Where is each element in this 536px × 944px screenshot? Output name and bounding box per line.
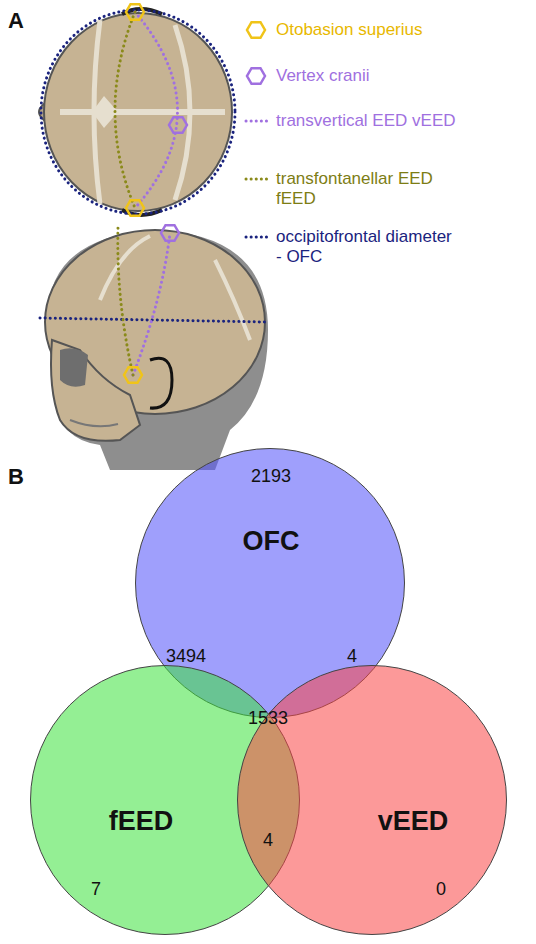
otobasion-marker bbox=[126, 200, 144, 216]
ofc-line bbox=[41, 10, 235, 214]
jaw bbox=[70, 420, 118, 426]
count-number: 3494 bbox=[166, 646, 206, 667]
set-name: fEED bbox=[109, 806, 174, 837]
ear bbox=[150, 358, 172, 408]
legend-line bbox=[246, 178, 268, 181]
count-number: 2193 bbox=[251, 466, 291, 487]
feed-line bbox=[115, 12, 135, 208]
vertex-marker bbox=[169, 117, 187, 133]
count-number: 4 bbox=[347, 646, 357, 667]
legend-line bbox=[246, 236, 268, 239]
legend-text: Otobasion superius bbox=[276, 20, 458, 40]
veed-line bbox=[133, 233, 170, 375]
legend-hexagon bbox=[247, 22, 265, 38]
cranium-top bbox=[44, 13, 232, 211]
venn-circle: vEED 0 bbox=[237, 665, 507, 935]
legend-text: occipitofrontal diameter - OFC bbox=[276, 227, 458, 267]
orbit bbox=[60, 348, 88, 386]
legend-text: transfontanellar EED fEED bbox=[276, 169, 458, 209]
otobasion-marker bbox=[124, 367, 142, 383]
legend-line bbox=[246, 120, 268, 123]
set-name: OFC bbox=[243, 526, 300, 557]
face bbox=[51, 340, 140, 441]
otobasion-marker bbox=[126, 4, 144, 20]
feed-line bbox=[118, 228, 133, 375]
panel-label: A bbox=[8, 8, 24, 34]
count-number: 7 bbox=[91, 879, 101, 900]
legend-text: transvertical EED vEED bbox=[276, 111, 458, 131]
legend-samples bbox=[246, 22, 268, 237]
legend-hexagon bbox=[247, 68, 265, 84]
ofc-line bbox=[40, 318, 266, 322]
vertex-marker bbox=[161, 225, 179, 241]
veed-line bbox=[135, 12, 178, 208]
count-number: 1533 bbox=[248, 708, 288, 729]
cranium-side bbox=[45, 230, 265, 414]
suture bbox=[215, 260, 250, 340]
suture bbox=[60, 109, 225, 115]
set-name: vEED bbox=[378, 806, 449, 837]
panel-label: B bbox=[8, 464, 24, 490]
skull-side-view bbox=[40, 225, 268, 470]
skull-top-view bbox=[39, 4, 235, 216]
suture bbox=[100, 236, 150, 300]
count-number: 4 bbox=[263, 830, 273, 851]
legend-text: Vertex cranii bbox=[276, 66, 458, 86]
count-number: 0 bbox=[436, 879, 446, 900]
